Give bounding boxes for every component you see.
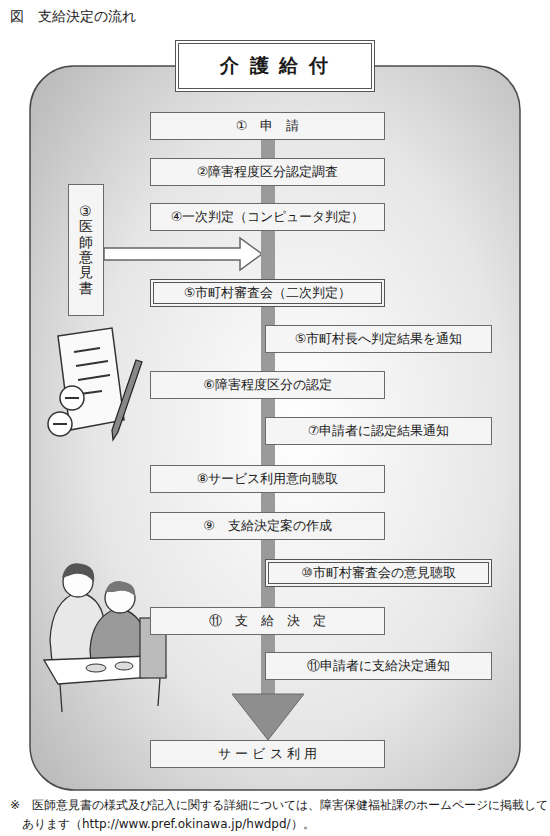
box-text: ① 申 請	[236, 118, 300, 134]
box-text: ⑪申請者に支給決定通知	[307, 658, 450, 674]
process-box: ⑥障害程度区分の認定	[150, 371, 385, 399]
process-box: ②障害程度区分認定調査	[150, 158, 385, 186]
process-box: ⑨ 支給決定案の作成	[150, 512, 385, 540]
flow-bar	[261, 231, 275, 279]
box-text: ⑦申請者に認定結果通知	[308, 423, 450, 439]
box-text: ⑪ 支 給 決 定	[209, 613, 326, 629]
notice-box: ⑩市町村審査会の意見聴取	[265, 559, 492, 587]
input-arrow	[104, 238, 262, 270]
box-text: ③医師意見書	[79, 204, 93, 296]
box-text: 介 護 給 付	[220, 54, 330, 78]
header-box: 介 護 給 付	[175, 40, 375, 92]
flow-panel	[30, 66, 520, 790]
figure-title: 図 支給決定の流れ	[10, 8, 136, 26]
notice-box: ⑤市町村長へ判定結果を通知	[265, 325, 492, 353]
box-text: ②障害程度区分認定調査	[197, 164, 339, 180]
process-box: ⑤市町村審査会（二次判定）	[150, 279, 385, 307]
notice-box: ⑦申請者に認定結果通知	[265, 417, 492, 445]
end-box: サ ー ビ ス 利 用	[150, 740, 385, 768]
box-text: ⑤市町村長へ判定結果を通知	[295, 331, 463, 347]
process-box: ⑪ 支 給 決 定	[150, 607, 385, 635]
notice-box: ⑪申請者に支給決定通知	[265, 652, 492, 680]
process-box: ④一次判定（コンピュータ判定）	[150, 203, 385, 231]
footnote: ※ 医師意見書の様式及び記入に関する詳細については、障害保健福祉課のホームページ…	[10, 796, 550, 833]
process-box: ⑧サービス利用意向聴取	[150, 465, 385, 493]
process-box: ① 申 請	[150, 112, 385, 140]
box-text: ⑩市町村審査会の意見聴取	[301, 565, 456, 581]
couple-illustration	[44, 563, 166, 712]
flow-bar	[261, 140, 275, 158]
box-text: ④一次判定（コンピュータ判定）	[171, 209, 365, 225]
box-text: ⑨ 支給決定案の作成	[203, 518, 332, 534]
flow-bar	[261, 493, 275, 512]
input-box: ③医師意見書	[68, 184, 104, 316]
box-text: ⑧サービス利用意向聴取	[197, 471, 339, 487]
document-illustration	[48, 328, 142, 440]
flow-bar	[232, 635, 304, 740]
box-text: ⑤市町村審査会（二次判定）	[184, 285, 352, 301]
flow-bar	[261, 186, 275, 203]
box-text: サ ー ビ ス 利 用	[218, 746, 317, 762]
box-text: ⑥障害程度区分の認定	[203, 377, 332, 393]
